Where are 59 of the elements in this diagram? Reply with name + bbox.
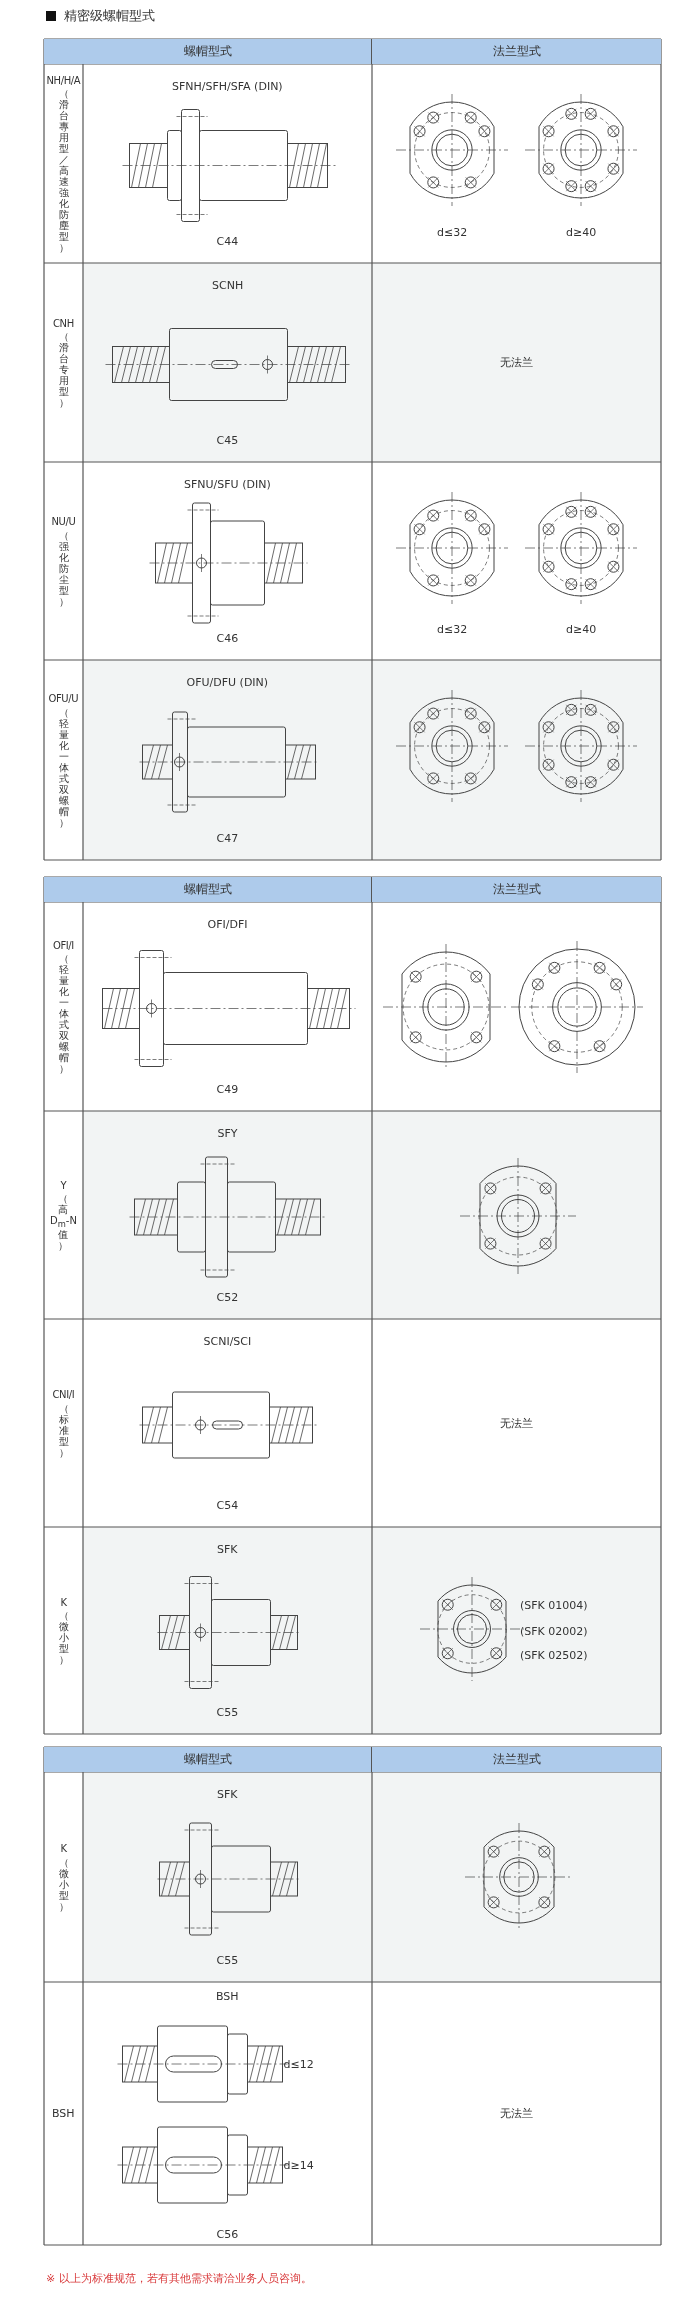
text-label: (SFK 01004) bbox=[520, 1598, 588, 1612]
text-label: SFNH/SFH/SFA (DIN) bbox=[172, 79, 283, 93]
column-header: 螺帽型式 bbox=[44, 877, 372, 902]
text-label: (SFK 02002) bbox=[520, 1624, 588, 1638]
vertical-label: （强化防尘型） bbox=[58, 529, 69, 607]
text-label: C54 bbox=[216, 1498, 239, 1512]
text-label: d≥14 bbox=[283, 2158, 314, 2172]
text-label: C56 bbox=[216, 2227, 239, 2241]
text-label: d≤12 bbox=[283, 2057, 314, 2071]
footnote: ※ 以上为标准规范，若有其他需求请洽业务人员咨询。 bbox=[46, 2271, 312, 2285]
text-label: SFK bbox=[217, 1542, 238, 1556]
text-label: BSH bbox=[216, 1989, 239, 2003]
text-label: CNI/I bbox=[52, 1389, 75, 1401]
text-label: SFNU/SFU (DIN) bbox=[184, 477, 271, 491]
text-label: C46 bbox=[216, 631, 239, 645]
text-label: SFY bbox=[217, 1126, 238, 1140]
text-label: C47 bbox=[216, 831, 239, 845]
text-label: C55 bbox=[216, 1705, 239, 1719]
text-label: OFU/DFU (DIN) bbox=[186, 675, 269, 689]
text-label: 无法兰 bbox=[500, 1416, 533, 1430]
vertical-label: （标准型） bbox=[58, 1402, 69, 1458]
text-label: CNH bbox=[53, 317, 74, 330]
text-label: C45 bbox=[216, 433, 239, 447]
text-label: OFI/I bbox=[53, 939, 74, 952]
text-label: SCNH bbox=[212, 278, 244, 292]
text-label: BSH bbox=[52, 2107, 75, 2121]
text-label: SCNI/SCI bbox=[203, 1334, 252, 1348]
text-label: K bbox=[60, 1596, 67, 1609]
text-label: NH/H/A bbox=[46, 74, 81, 87]
text-label: d≤32 bbox=[437, 225, 468, 239]
vertical-label: （微小型） bbox=[58, 1610, 69, 1665]
vertical-label: （滑台专用型） bbox=[58, 331, 69, 408]
vertical-label: （轻量化一体式双螺帽） bbox=[58, 953, 69, 1074]
vertical-label: （微小型） bbox=[58, 1856, 69, 1912]
vertical-label: （高D$_{m}$-N值） bbox=[50, 1193, 77, 1252]
text-label: d≤32 bbox=[437, 622, 468, 636]
column-header: 螺帽型式 bbox=[44, 1747, 372, 1772]
text-label: 无法兰 bbox=[500, 2107, 533, 2121]
text-label: C49 bbox=[216, 1082, 239, 1096]
page-title: 精密级螺帽型式 bbox=[64, 8, 155, 24]
text-label: d≥40 bbox=[566, 225, 597, 239]
text-label: 无法兰 bbox=[500, 356, 533, 370]
column-header: 法兰型式 bbox=[372, 1747, 661, 1772]
text-label: NU/U bbox=[51, 516, 76, 528]
text-label: OFI/DFI bbox=[207, 917, 248, 931]
vertical-label: （轻量化一体式双螺帽） bbox=[58, 706, 69, 828]
column-header: 螺帽型式 bbox=[44, 39, 372, 64]
column-header: 法兰型式 bbox=[372, 39, 661, 64]
column-header: 法兰型式 bbox=[372, 877, 661, 902]
text-label: C55 bbox=[216, 1953, 239, 1967]
text-label: K bbox=[60, 1843, 67, 1855]
text-label: C52 bbox=[216, 1290, 239, 1304]
text-label: (SFK 02502) bbox=[520, 1648, 588, 1662]
text-label: SFK bbox=[217, 1787, 238, 1801]
text-label: OFU/U bbox=[48, 693, 79, 705]
text-label: C44 bbox=[216, 234, 239, 248]
vertical-label: （滑台專用型／高速強化防塵型） bbox=[58, 88, 69, 253]
text-label: d≥40 bbox=[566, 622, 597, 636]
text-label: Y bbox=[60, 1179, 67, 1192]
